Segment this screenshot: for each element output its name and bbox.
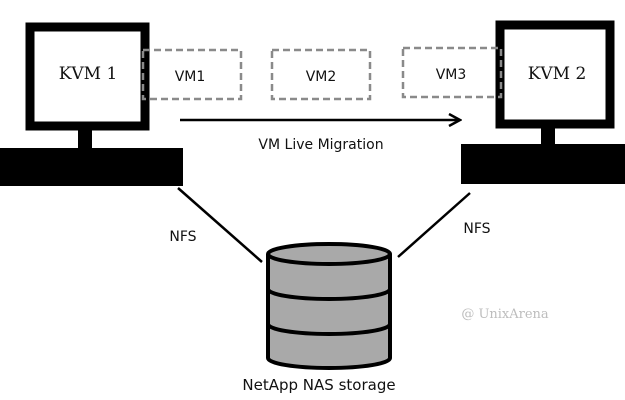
nfs-link-right (397, 192, 471, 258)
storage-label: NetApp NAS storage (242, 376, 395, 394)
nfs-label-left: NFS (169, 229, 196, 245)
nfs-label-right: NFS (463, 221, 490, 237)
vm2-label: VM2 (306, 69, 337, 85)
kvm1-base-unit-icon (0, 148, 183, 186)
vm3-box: VM3 (401, 46, 503, 99)
vm1-label: VM1 (175, 69, 206, 85)
kvm1-monitor-neck (78, 130, 92, 148)
kvm1-monitor-icon (25, 22, 150, 131)
kvm2-monitor-neck (541, 128, 555, 146)
kvm2-label: KVM 2 (528, 64, 587, 84)
storage-database-icon (266, 242, 392, 370)
nfs-link-left (177, 187, 263, 263)
vm1-box: VM1 (141, 48, 243, 101)
migration-label: VM Live Migration (258, 137, 383, 153)
kvm1-label: KVM 1 (59, 64, 118, 84)
vm3-label: VM3 (436, 67, 467, 83)
kvm1-host: KVM 1 (0, 22, 183, 186)
vm2-box: VM2 (270, 48, 372, 101)
watermark: @ UnixArena (461, 307, 549, 322)
kvm2-base-unit-icon (461, 144, 625, 184)
